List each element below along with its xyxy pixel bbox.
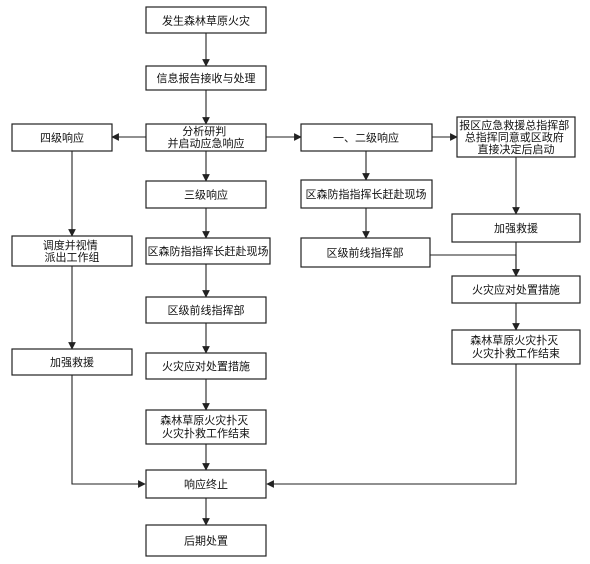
node-r1-commander-line-1: 区森防指指挥长赶赴现场 [306, 187, 427, 201]
connectors [68, 33, 520, 526]
arrow-r2-end-to-response [266, 364, 517, 488]
node-level12: 一、二级响应 [300, 123, 433, 152]
node-mid-front: 区级前线指挥部 [145, 296, 267, 324]
svg-text:火灾应对处置措施: 火灾应对处置措施 [472, 283, 560, 297]
node-r2-measures: 火灾应对处置措施 [451, 275, 581, 304]
node-r2-rescue-line-1: 加强救援 [494, 221, 538, 235]
node-aftermath: 后期处置 [145, 524, 267, 557]
node-r1-front-line-1: 区级前线指挥部 [327, 246, 404, 260]
node-level3: 三级响应 [145, 180, 267, 209]
svg-text:后期处置: 后期处置 [184, 535, 228, 548]
node-analysis-line-1: 分析研判 [182, 124, 226, 138]
node-left-dispatch-line-2: 派出工作组 [45, 250, 100, 264]
node-r1-front: 区级前线指挥部 [300, 237, 431, 268]
node-left-rescue: 加强救援 [11, 348, 133, 376]
svg-text:分析研判 并启动应急响应: 分析研判 并启动应急响应 [168, 124, 245, 150]
svg-text:加强救援: 加强救援 [50, 355, 94, 369]
svg-text:火灾应对处置措施: 火灾应对处置措施 [162, 359, 250, 373]
node-r1-commander: 区森防指指挥长赶赴现场 [300, 179, 433, 209]
node-r2-end-line-1: 森林草原火灾扑灭 [470, 333, 558, 347]
node-level4: 四级响应 [11, 123, 113, 152]
node-district-command-line-2: 总指挥同意或区政府 [465, 130, 564, 144]
node-left-dispatch-line-1: 调度并视情 [43, 238, 98, 252]
node-fire-occurs: 发生森林草原火灾 [145, 6, 267, 34]
node-fire-occurs-line-1: 发生森林草原火灾 [162, 14, 250, 28]
arrow-left-rescue-to-end [71, 375, 146, 488]
node-mid-commander-line-1: 区森防指指挥长赶赴现场 [148, 244, 269, 258]
node-r2-rescue: 加强救援 [451, 213, 581, 243]
node-mid-commander: 区森防指指挥长赶赴现场 [145, 237, 271, 265]
node-r2-measures-line-1: 火灾应对处置措施 [472, 283, 560, 297]
node-mid-front-line-1: 区级前线指挥部 [168, 303, 245, 317]
svg-text:森林草原火灾扑灭 火灾扑救工作结束: 森林草原火灾扑灭 火灾扑救工作结束 [470, 333, 562, 360]
svg-text:发生森林草原火灾: 发生森林草原火灾 [162, 14, 250, 28]
node-info-report: 信息报告接收与处理 [145, 65, 267, 91]
node-level12-line-1: 一、二级响应 [333, 131, 399, 145]
node-mid-measures-line-1: 火灾应对处置措施 [162, 359, 250, 373]
node-info-report-line-1: 信息报告接收与处理 [157, 71, 256, 85]
svg-text:三级响应: 三级响应 [184, 188, 228, 202]
node-district-command-line-3: 直接决定后启动 [478, 142, 555, 156]
svg-text:报区应急救援总指挥部 总指挥同意或区政府: 报区应急救援总指挥部 总指挥同意或区政府 直接决定后启动 [459, 118, 573, 156]
node-mid-measures: 火灾应对处置措施 [145, 352, 267, 380]
svg-text:加强救援: 加强救援 [494, 221, 538, 235]
node-response-end-line-1: 响应终止 [184, 477, 228, 491]
svg-text:区级前线指挥部: 区级前线指挥部 [168, 303, 245, 317]
node-left-rescue-line-1: 加强救援 [50, 355, 94, 369]
node-level3-line-1: 三级响应 [184, 188, 228, 202]
arrow-r1-front-to-measures [430, 254, 520, 277]
svg-text:四级响应: 四级响应 [40, 131, 84, 145]
nodes: 发生森林草原火灾 信息报告接收与处理 分析研判 并启动应急响应 四级响应 一、二… [11, 6, 581, 557]
svg-text:区级前线指挥部: 区级前线指挥部 [327, 246, 404, 260]
node-mid-end-line-1: 森林草原火灾扑灭 [160, 413, 248, 427]
node-level4-line-1: 四级响应 [40, 131, 84, 145]
node-aftermath-line-1: 后期处置 [184, 535, 228, 548]
node-mid-end-line-2: 火灾扑救工作结束 [162, 426, 250, 440]
svg-text:区森防指指挥长赶赴现场: 区森防指指挥长赶赴现场 [148, 244, 269, 258]
svg-text:一、二级响应: 一、二级响应 [333, 131, 399, 145]
svg-text:信息报告接收与处理: 信息报告接收与处理 [157, 71, 256, 85]
svg-text:调度并视情 派出工作组: 调度并视情 派出工作组 [43, 238, 102, 264]
node-mid-end: 森林草原火灾扑灭 火灾扑救工作结束 [145, 409, 267, 445]
svg-text:森林草原火灾扑灭 火灾扑救工作结束: 森林草原火灾扑灭 火灾扑救工作结束 [160, 413, 252, 440]
node-analysis: 分析研判 并启动应急响应 [145, 123, 267, 152]
node-response-end: 响应终止 [145, 469, 267, 499]
node-left-dispatch: 调度并视情 派出工作组 [11, 235, 133, 267]
node-analysis-line-2: 并启动应急响应 [168, 136, 245, 150]
node-district-command: 报区应急救援总指挥部 总指挥同意或区政府 直接决定后启动 [456, 116, 576, 158]
node-r2-end: 森林草原火灾扑灭 火灾扑救工作结束 [451, 329, 581, 365]
svg-text:区森防指指挥长赶赴现场: 区森防指指挥长赶赴现场 [306, 187, 427, 201]
node-district-command-line-1: 报区应急救援总指挥部 [459, 118, 569, 132]
svg-text:响应终止: 响应终止 [184, 477, 228, 491]
node-r2-end-line-2: 火灾扑救工作结束 [472, 346, 560, 360]
